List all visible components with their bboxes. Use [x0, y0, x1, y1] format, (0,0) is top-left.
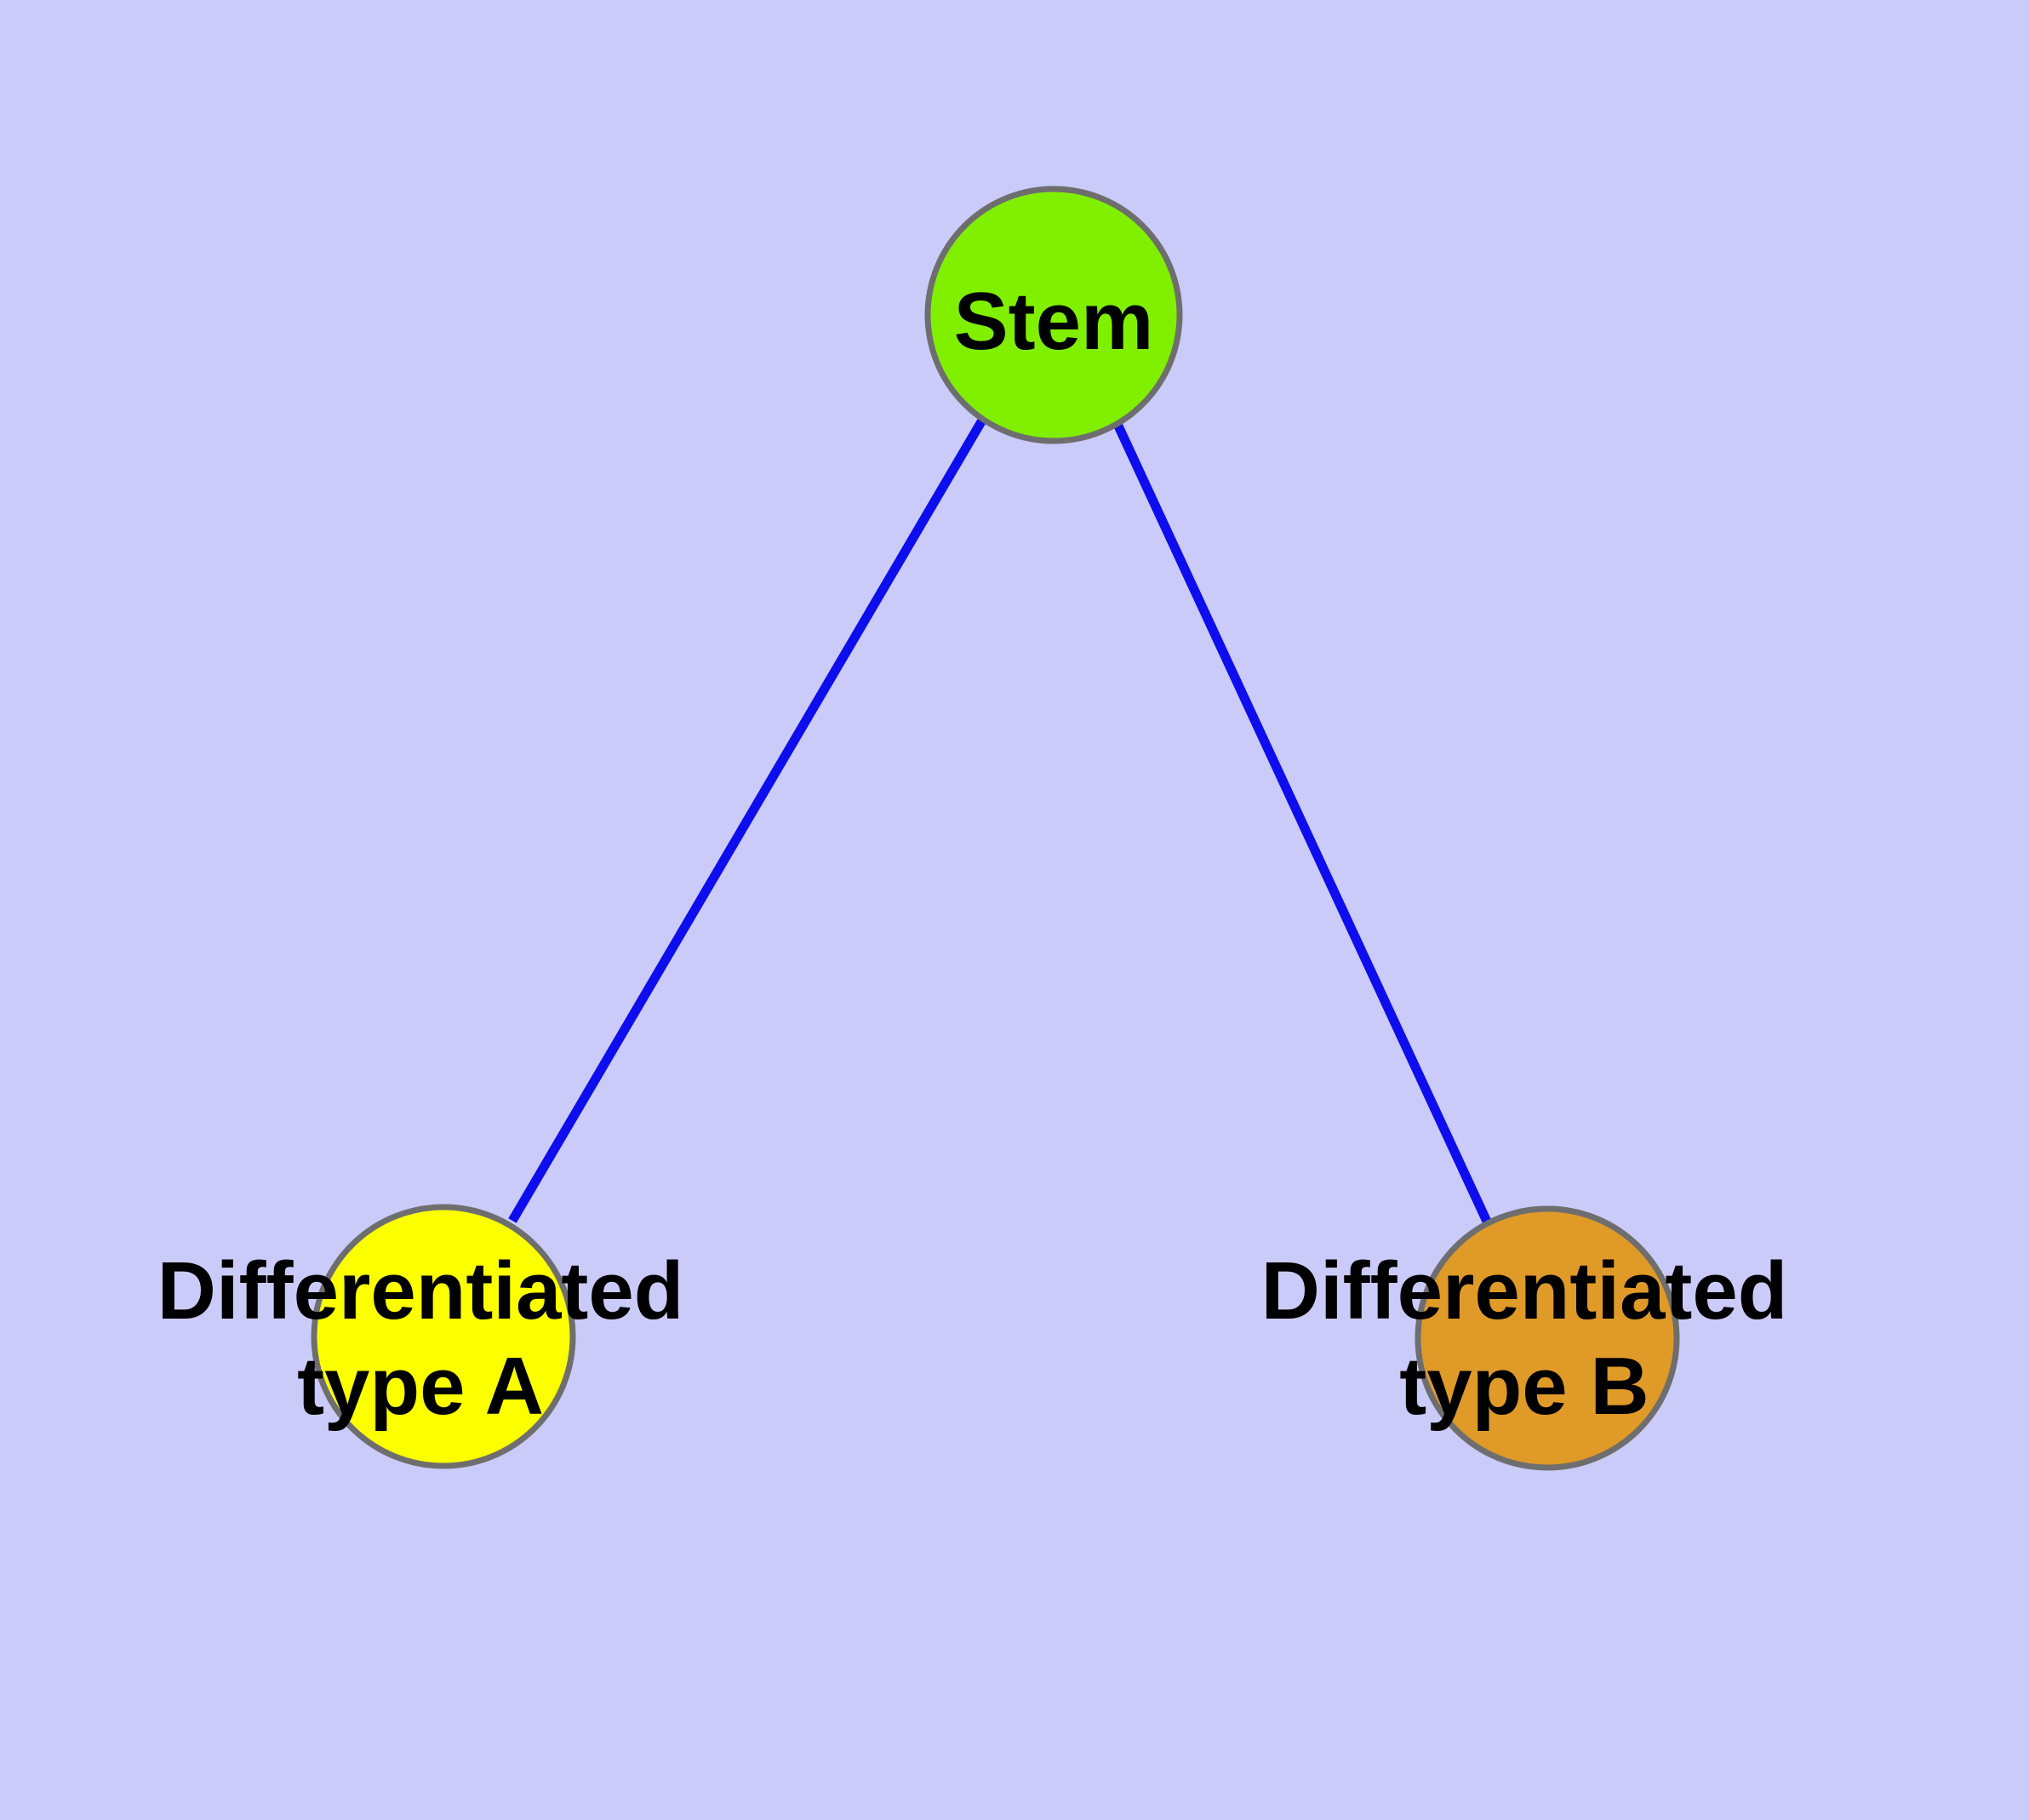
node-label-line-diff_a-0: Differentiated: [157, 1245, 684, 1336]
graph-node-stem[interactable]: [924, 186, 1183, 444]
edge-layer: [508, 416, 1492, 1226]
graph-node-diff_a[interactable]: [311, 1204, 576, 1469]
node-circle-stem[interactable]: [924, 186, 1183, 444]
node-label-line-diff_b-1: type B: [1399, 1341, 1649, 1432]
graph-edge-stem-to-diff-b[interactable]: [1112, 420, 1492, 1226]
node-label-line-stem-0: Stem: [954, 276, 1154, 367]
node-circle-diff_a[interactable]: [311, 1204, 576, 1469]
node-label-stem: Stem: [954, 276, 1154, 367]
node-circle-diff_b[interactable]: [1415, 1205, 1680, 1471]
node-label-line-diff_b-0: Differentiated: [1261, 1245, 1788, 1336]
node-label-line-diff_a-1: type A: [297, 1341, 544, 1432]
graph-edge-stem-to-diff-a[interactable]: [508, 416, 987, 1223]
graph-node-diff_b[interactable]: [1415, 1205, 1680, 1471]
